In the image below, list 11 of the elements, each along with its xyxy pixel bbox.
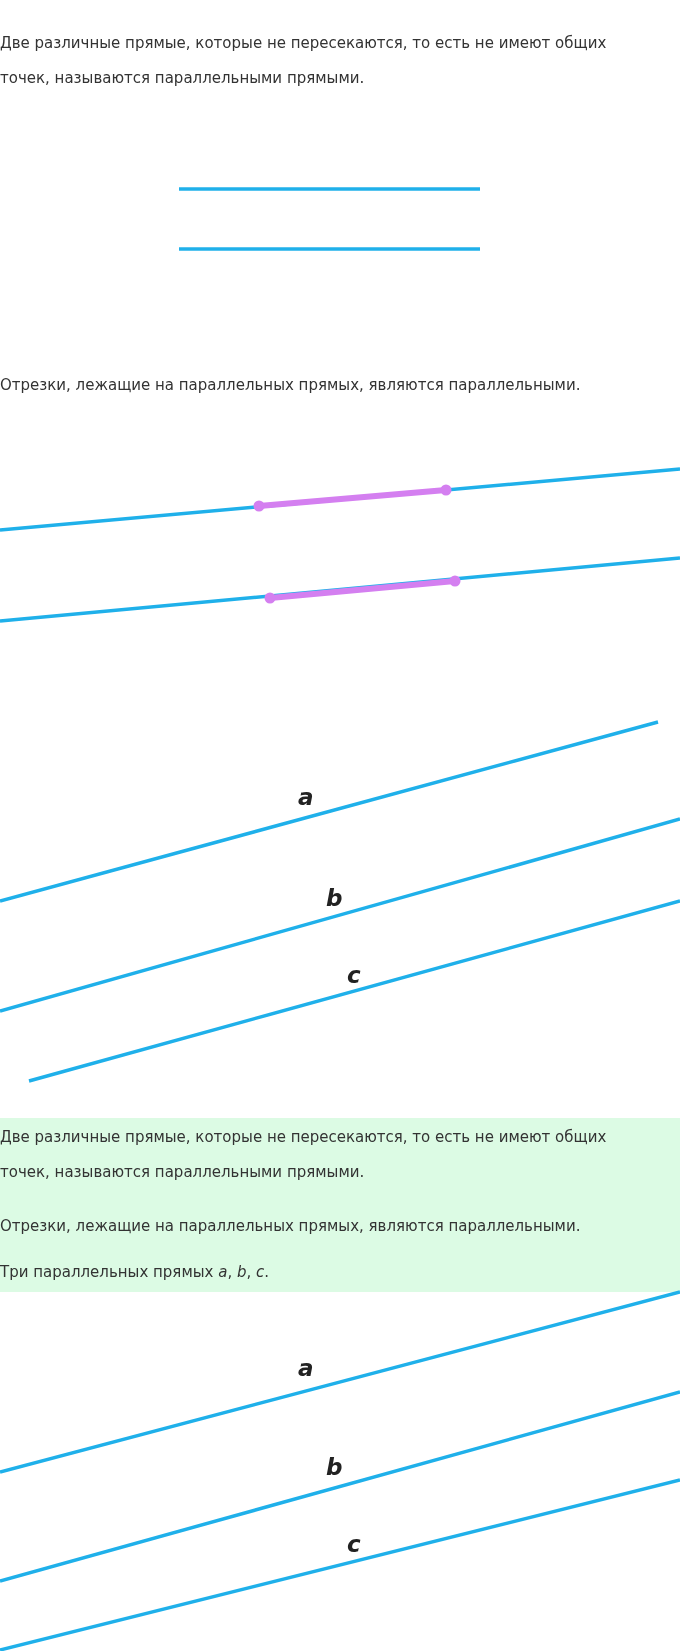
paragraph: Отрезки, лежащие на параллельных прямых, являются параллельными. <box>0 1216 582 1237</box>
line-label: b <box>326 1454 343 1480</box>
line-label: c <box>347 962 361 988</box>
paragraph: Две различные прямые, которые не пересекаются, то есть не имеют общих точек, называются параллельными прямыми. <box>0 33 608 89</box>
paragraph: Три параллельных прямых a, b, c. <box>0 1262 271 1283</box>
line-label: a <box>298 784 314 810</box>
line-label: c <box>347 1531 361 1557</box>
paragraph: Отрезки, лежащие на параллельных прямых, являются параллельными. <box>0 375 582 396</box>
line-label: a <box>298 1355 314 1381</box>
paragraph: Две различные прямые, которые не пересекаются, то есть не имеют общих точек, называются параллельными прямыми. <box>0 1127 608 1183</box>
line-label: b <box>326 885 343 911</box>
